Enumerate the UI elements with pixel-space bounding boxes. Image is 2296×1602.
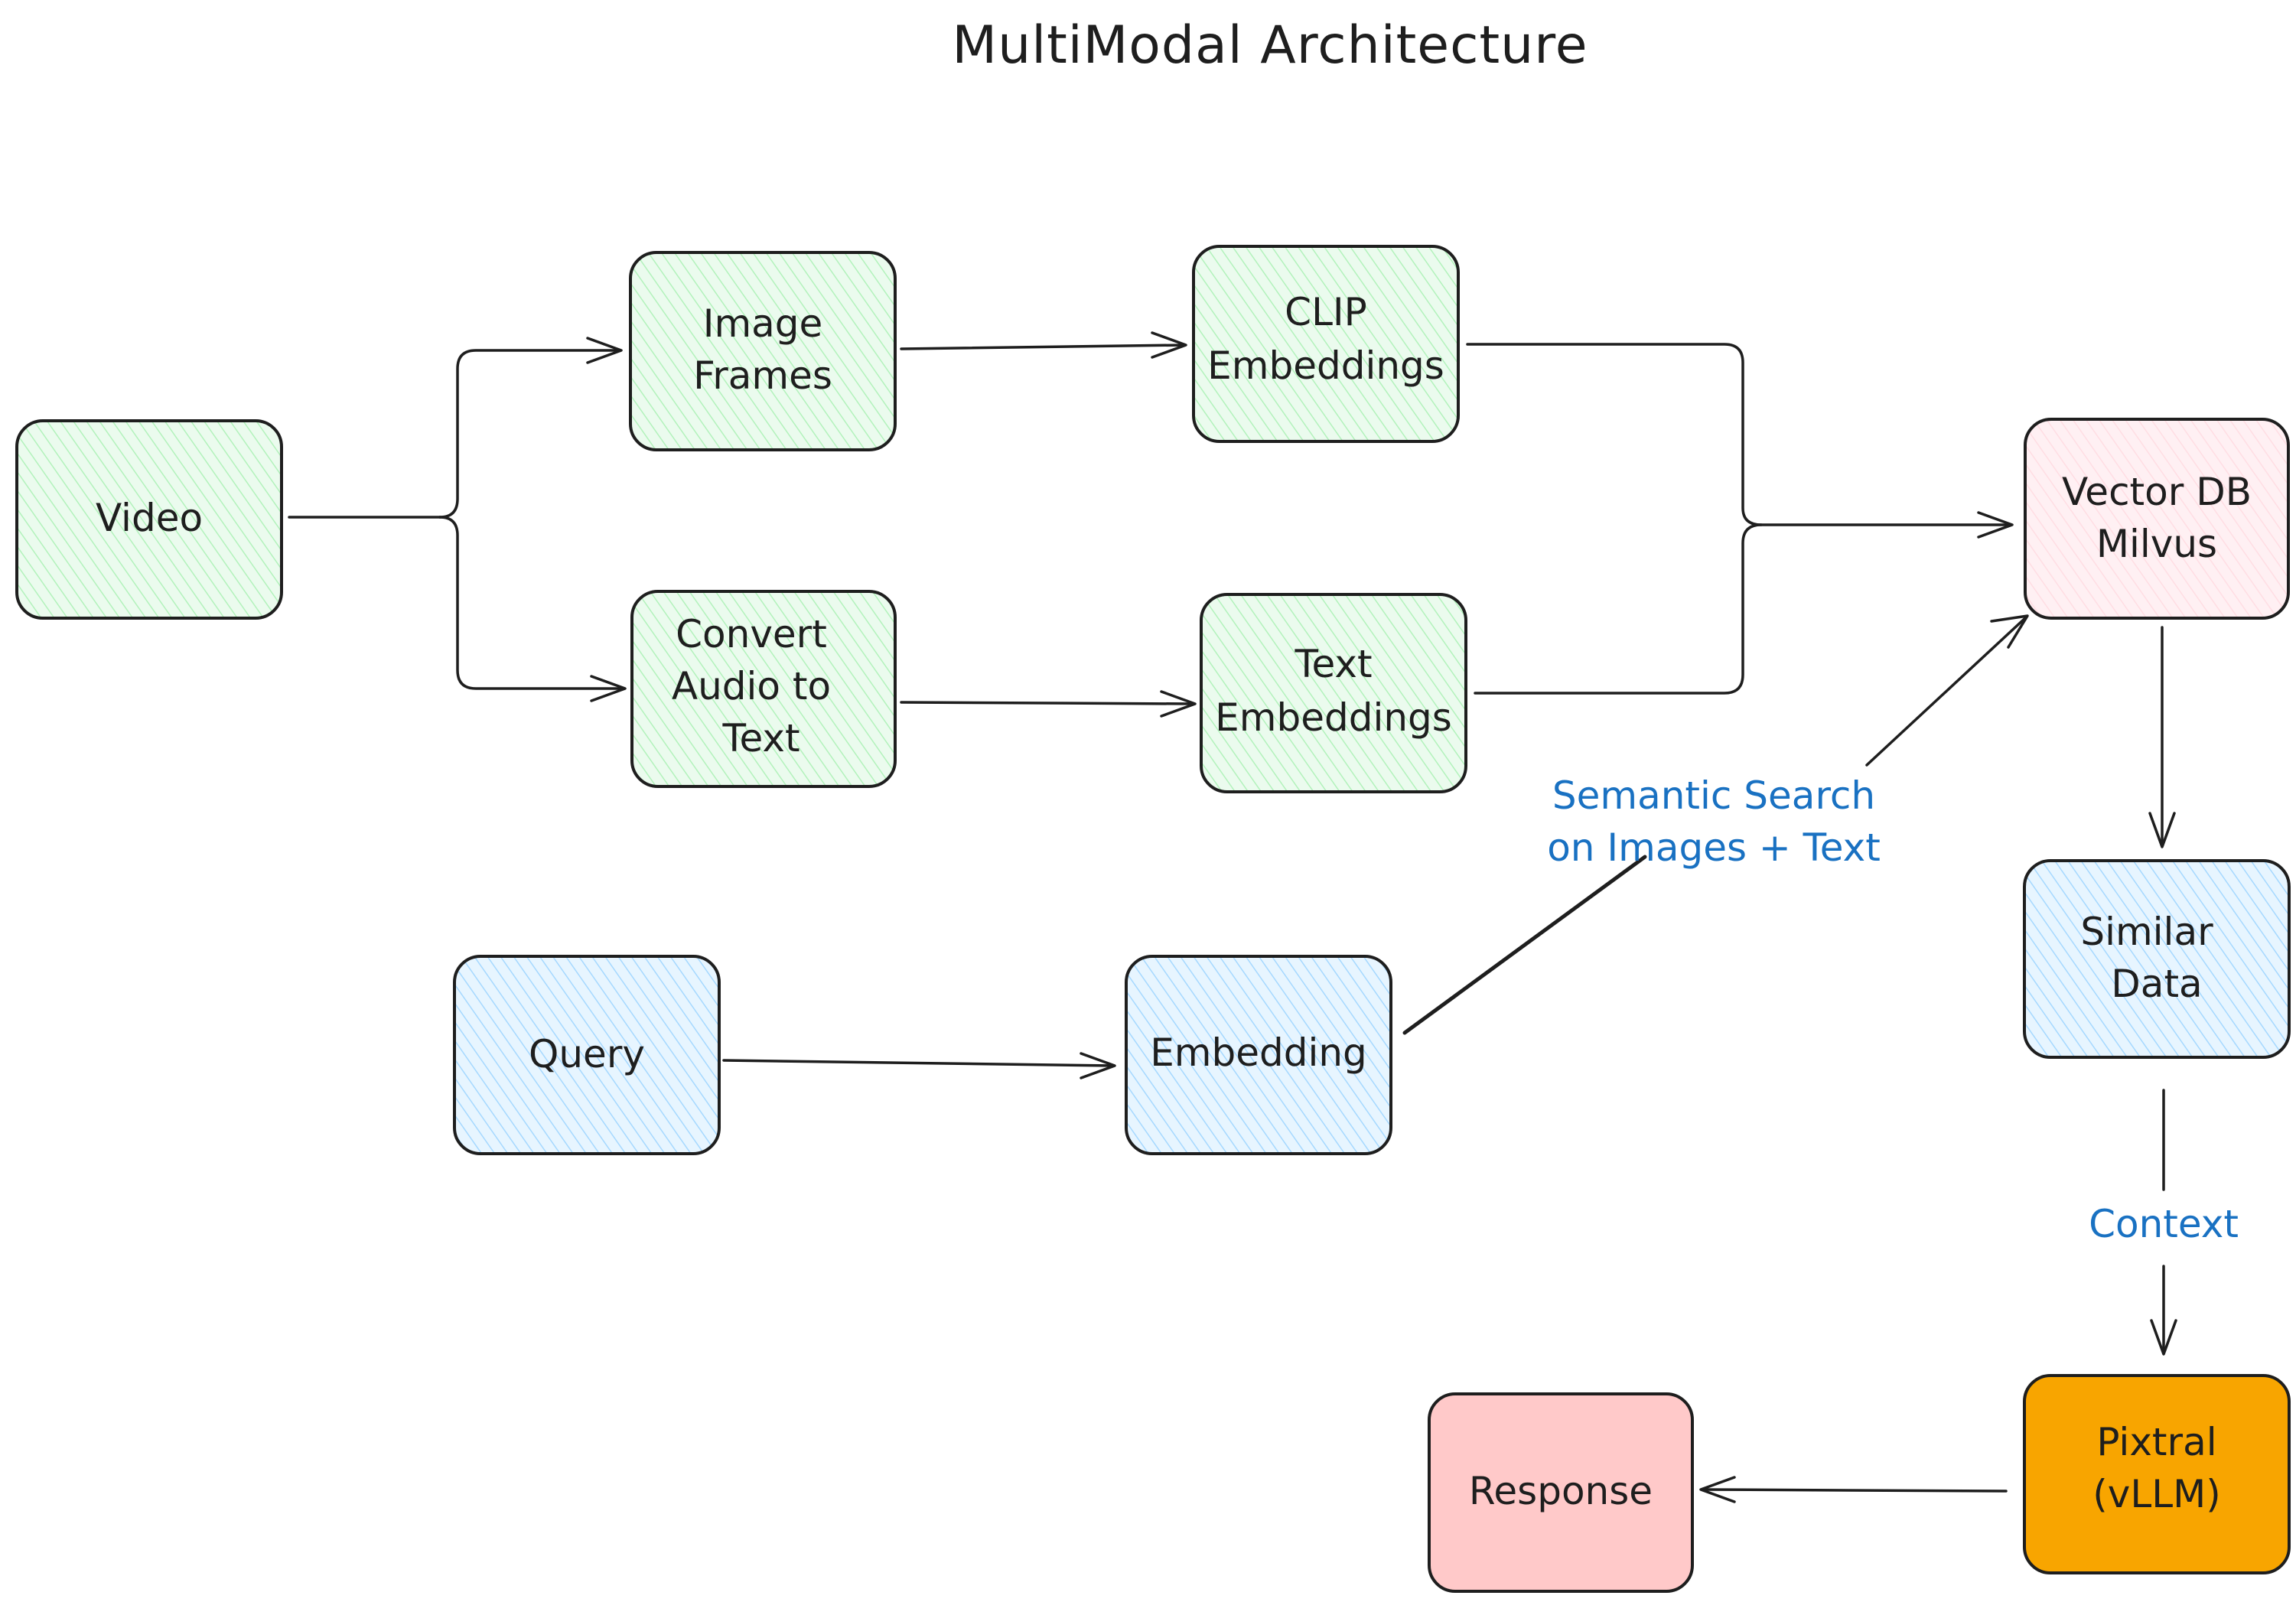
node-video-label: Video [96,496,203,540]
node-pixtral-label-line-1: Pixtral [2096,1420,2216,1464]
arrowhead [1080,1052,1116,1079]
edge-clip-to-vector-db [1466,343,2012,526]
arrowhead [2150,1319,2177,1356]
semantic-search-label-line-2: on Images + Text [1547,825,1881,870]
node-convert-audio-label-line-3: Text [721,716,800,760]
node-query[interactable]: Query [453,955,721,1155]
node-convert-audio-box [630,590,897,788]
node-vector-db-box [2024,418,2290,620]
node-clip-embeddings-box [1192,245,1460,443]
node-similar-data-label-line-2: Data [2111,962,2202,1006]
node-pixtral-box [2023,1374,2291,1574]
node-clip-embeddings-label-line-2: Embeddings [1207,344,1444,388]
node-similar-data-box [2023,859,2291,1059]
arrowhead [1977,511,2014,539]
edge-image-frames-to-clip [900,344,1186,350]
node-clip-embeddings[interactable]: CLIP Embeddings [1192,245,1460,443]
arrowhead [1699,1476,1736,1503]
node-image-frames-label-line-2: Frames [693,353,832,398]
node-response[interactable]: Response [1428,1392,1694,1593]
edge-video-to-convert-audio [438,516,625,690]
edge-query-to-embedding [722,1059,1115,1067]
arrowhead [590,675,627,702]
node-video-box [15,419,283,620]
arrowhead [1151,331,1187,359]
node-embedding-label: Embedding [1150,1031,1367,1075]
node-text-embeddings[interactable]: Text Embeddings [1200,593,1467,793]
node-convert-audio-label-line-1: Convert [676,612,827,656]
node-similar-data[interactable]: Similar Data [2023,859,2291,1059]
node-text-embeddings-box [1200,593,1467,793]
edge-embedding-to-search-label [1402,855,1647,1035]
node-query-label: Query [529,1032,645,1076]
node-query-box [453,955,721,1155]
node-clip-embeddings-label-line-1: CLIP [1285,290,1367,334]
node-response-label: Response [1469,1469,1653,1513]
node-vector-db[interactable]: Vector DB Milvus [2024,418,2290,620]
node-video[interactable]: Video [15,419,283,620]
node-image-frames-label-line-1: Image [703,301,823,346]
edge-text-embeddings-to-vector-db [1474,523,1763,695]
node-text-embeddings-label-line-2: Embeddings [1215,695,1452,740]
arrowhead [586,337,623,364]
edge-video-to-image-frames [438,349,621,519]
node-similar-data-label-line-1: Similar [2080,910,2213,954]
semantic-search-label-line-1: Semantic Search [1552,773,1875,818]
arrowhead [1990,614,2029,649]
node-vector-db-label-line-1: Vector DB [2062,470,2252,514]
edge-convert-audio-to-text-embeddings [900,701,1195,705]
node-convert-audio-label-line-2: Audio to [672,664,831,708]
node-text-embeddings-label-line-1: Text [1294,642,1372,686]
node-image-frames[interactable]: Image Frames [629,251,897,451]
node-embedding-box [1125,955,1392,1155]
node-pixtral[interactable]: Pixtral (vLLM) [2023,1374,2291,1574]
context-label: Context [2089,1202,2239,1246]
edges [288,331,2177,1503]
node-embedding[interactable]: Embedding [1125,955,1392,1155]
node-response-box [1428,1392,1694,1593]
diagram-title: MultiModal Architecture [952,15,1588,76]
arrowhead [1160,690,1197,718]
edge-pixtral-to-response [1701,1488,2008,1493]
node-vector-db-label-line-2: Milvus [2096,522,2217,566]
node-pixtral-label-line-2: (vLLM) [2092,1472,2220,1516]
node-image-frames-box [629,251,897,451]
node-convert-audio-to-text[interactable]: Convert Audio to Text [630,590,897,788]
arrowhead [2148,812,2176,848]
edge-search-label-to-vector-db [1865,616,2027,767]
